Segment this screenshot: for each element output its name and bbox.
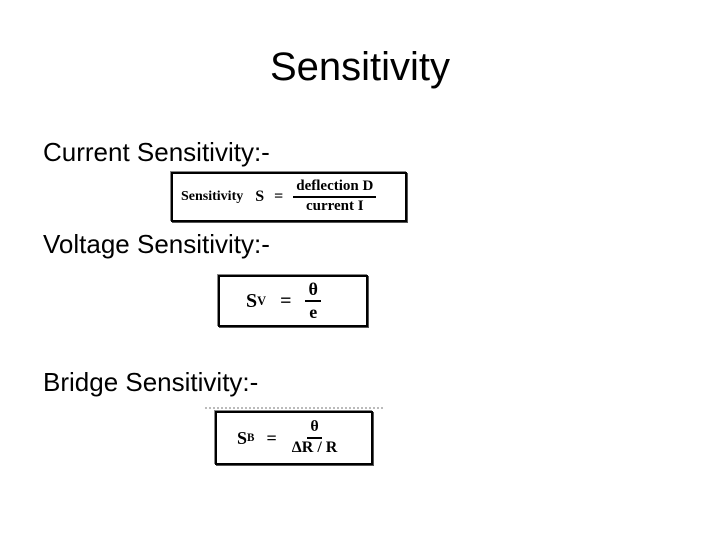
formula-subscript: B [247, 432, 255, 444]
current-sensitivity-label: Current Sensitivity:- [43, 137, 270, 167]
formula-symbol: S [237, 427, 248, 448]
formula-fraction: θ ΔR / R [289, 418, 341, 457]
formula-numerator: θ [305, 280, 321, 302]
formula-fraction: deflection D current I [293, 178, 377, 215]
formula-fraction: θ e [305, 280, 321, 322]
formula-equals: = [266, 427, 277, 448]
current-sensitivity-formula: Sensitivity S = deflection D current I [171, 172, 407, 222]
formula-denominator: current I [305, 198, 364, 214]
scan-artifact-line [205, 407, 383, 411]
formula-numerator: deflection D [293, 178, 377, 198]
formula-subscript: V [257, 293, 267, 308]
formula-prefix: Sensitivity [181, 189, 244, 204]
formula-denominator: ΔR / R [291, 439, 338, 456]
formula-equals: = [274, 188, 284, 205]
formula-symbol: S [255, 188, 265, 205]
voltage-sensitivity-label: Voltage Sensitivity:- [43, 229, 270, 259]
formula-equals: = [280, 289, 292, 312]
formula-symbol: S [246, 289, 258, 312]
slide-title: Sensitivity [269, 45, 451, 89]
formula-denominator: e [309, 302, 318, 322]
formula-numerator: θ [307, 418, 322, 439]
bridge-sensitivity-label: Bridge Sensitivity:- [43, 367, 259, 397]
